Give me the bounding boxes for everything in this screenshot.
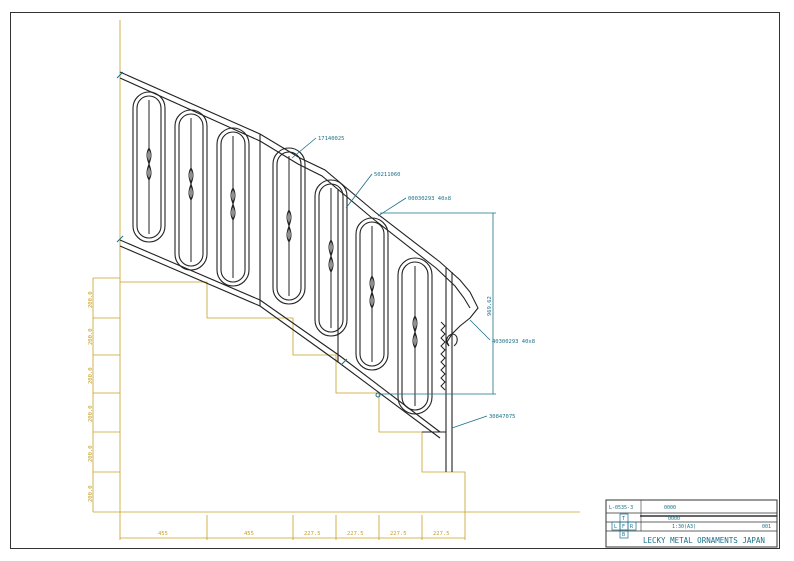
- company-logo: T L F R B: [611, 513, 637, 539]
- dim-h-3: 227.5: [304, 531, 321, 537]
- leader-lines: [291, 137, 496, 429]
- svg-text:L: L: [614, 524, 617, 530]
- svg-text:R: R: [630, 524, 634, 530]
- title-field-1-value: 0000: [664, 505, 676, 511]
- dim-v-6: 200.0: [88, 485, 94, 502]
- dim-v-3: 200.0: [88, 367, 94, 384]
- svg-text:T: T: [622, 516, 625, 522]
- part-label-40300293: 40300293 40x8: [492, 339, 535, 345]
- part-label-00030293: 00030293 40x8: [408, 196, 451, 202]
- drawing-number: L-0535-3: [609, 505, 633, 511]
- scroll-ornament: [446, 333, 458, 347]
- title-field-2-value: 0000: [668, 516, 680, 522]
- dim-v-4: 200.0: [88, 405, 94, 422]
- svg-text:B: B: [622, 532, 625, 538]
- dim-v-1: 200.0: [88, 291, 94, 308]
- svg-text:F: F: [622, 524, 625, 530]
- attachment-markers: [116, 71, 381, 398]
- dim-v-2: 200.0: [88, 328, 94, 345]
- dim-h-5: 227.5: [390, 531, 407, 537]
- height-dimension-label: 969.62: [487, 296, 493, 316]
- vertical-dimensions: 200.0 200.0 200.0 200.0 200.0 200.0: [88, 291, 94, 502]
- staircase-outline: [92, 20, 580, 540]
- sheet-number: 001: [762, 524, 771, 530]
- baluster-panels: [132, 91, 433, 415]
- dim-h-1: 455: [158, 531, 168, 537]
- drawing-frame: [10, 12, 780, 549]
- dim-h-2: 455: [244, 531, 254, 537]
- twisted-post-ornament: [440, 321, 446, 391]
- title-block: [605, 499, 778, 548]
- scale-value: 1:30(A3): [672, 524, 696, 530]
- part-label-50211060: 50211060: [374, 172, 401, 178]
- railing-frame: [119, 71, 479, 472]
- company-name: LECKY METAL ORNAMENTS JAPAN: [643, 536, 765, 545]
- horizontal-dimensions: 455 455 227.5 227.5 227.5 227.5: [158, 531, 450, 537]
- baluster-ornaments: [146, 100, 418, 406]
- dim-h-6: 227.5: [433, 531, 450, 537]
- dim-v-5: 200.0: [88, 445, 94, 462]
- part-label-17140025: 17140025: [318, 136, 345, 142]
- part-label-30847075: 30847075: [489, 414, 516, 420]
- dim-h-4: 227.5: [347, 531, 364, 537]
